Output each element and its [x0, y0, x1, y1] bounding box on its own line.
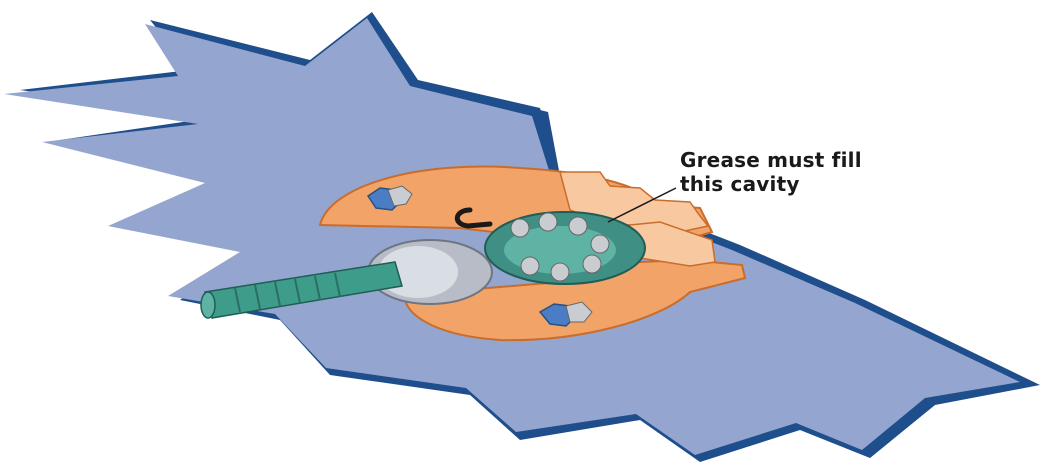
bearing-ball	[551, 263, 569, 281]
bearing-ball	[591, 235, 609, 253]
stud-end	[201, 292, 215, 318]
bearing-ball	[521, 257, 539, 275]
grease-annotation: Grease must fill this cavity	[680, 148, 1020, 196]
bearing-ball	[583, 255, 601, 273]
annotation-line-1: Grease must fill	[680, 148, 1020, 172]
annotation-line-2: this cavity	[680, 172, 1020, 196]
bearing-ball	[539, 213, 557, 231]
bearing-ball	[569, 217, 587, 235]
bearing-ball	[511, 219, 529, 237]
